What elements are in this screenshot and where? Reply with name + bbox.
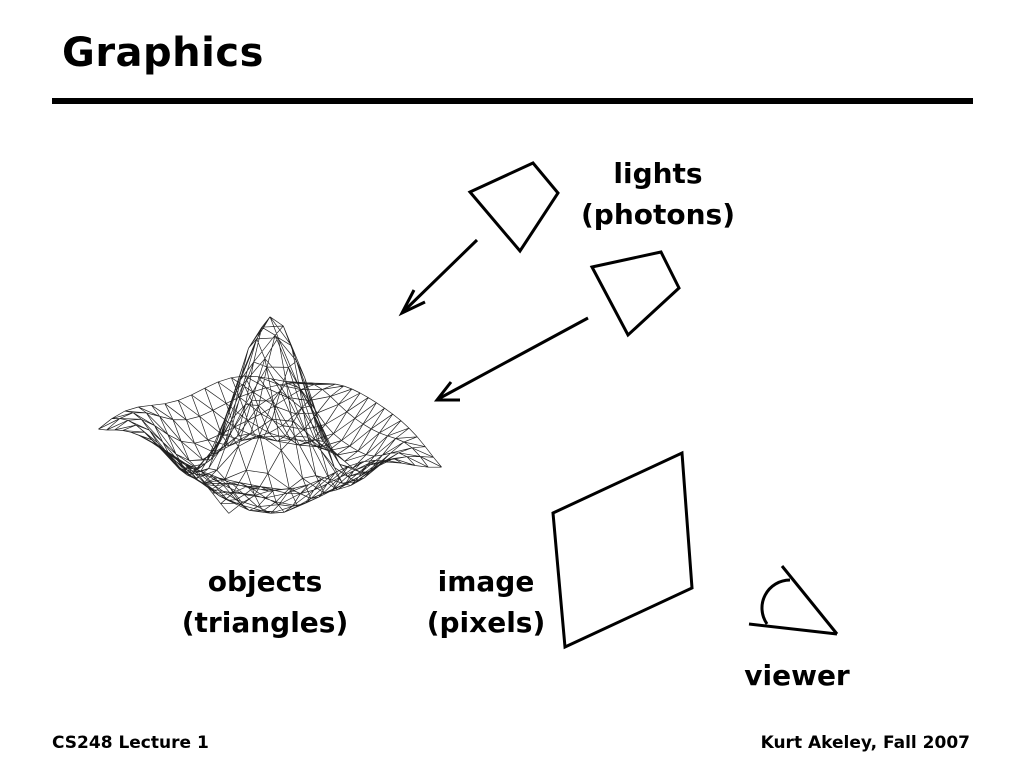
viewer-label: viewer [744, 659, 850, 692]
image-label-line2: (pixels) [426, 606, 546, 639]
mesh-wireframe-lines [98, 316, 442, 514]
footer-course: CS248 Lecture 1 [52, 733, 209, 753]
title-rule [52, 98, 973, 104]
image-label-line1: image [437, 565, 535, 598]
lights-label-line2: (photons) [580, 198, 736, 231]
image-plane-shape [551, 450, 694, 650]
objects-label-line1: objects [207, 565, 323, 598]
light-source-1-shape [467, 161, 560, 254]
lights-label-line1: lights [613, 157, 703, 190]
triangle-mesh-object [98, 316, 442, 514]
light-source-2-shape [589, 250, 681, 338]
light-ray-2-arrow [433, 316, 589, 402]
objects-label-line2: (triangles) [181, 606, 349, 639]
lights-label: lights (photons) [568, 153, 748, 235]
footer-author: Kurt Akeley, Fall 2007 [760, 733, 970, 753]
objects-label: objects (triangles) [170, 561, 360, 643]
viewer-eye-icon [748, 565, 839, 636]
light-ray-1-arrow [398, 238, 479, 317]
slide-title: Graphics [62, 30, 264, 76]
image-label: image (pixels) [416, 561, 556, 643]
